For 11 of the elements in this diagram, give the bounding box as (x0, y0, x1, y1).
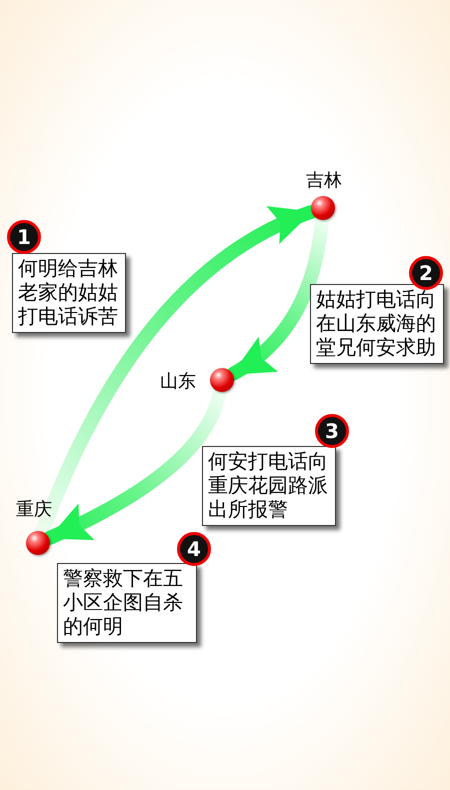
number-badge: 2 (409, 256, 443, 290)
callout-text: 何明给吉林老家的姑姑打电话诉苦 (18, 256, 118, 328)
callout-text: 警察救下在五小区企图自杀的何明 (63, 566, 183, 638)
number-badge: 3 (315, 414, 349, 448)
city-name: 吉林 (306, 169, 342, 192)
city-name: 重庆 (16, 498, 52, 521)
number-badge: 4 (177, 532, 211, 566)
callout-text: 何安打电话向重庆花园路派出所报警 (208, 449, 328, 521)
city-name: 山东 (160, 370, 196, 393)
callout-text: 姑姑打电话向在山东威海的堂兄何安求助 (316, 287, 436, 359)
number-badge: 1 (7, 220, 41, 254)
